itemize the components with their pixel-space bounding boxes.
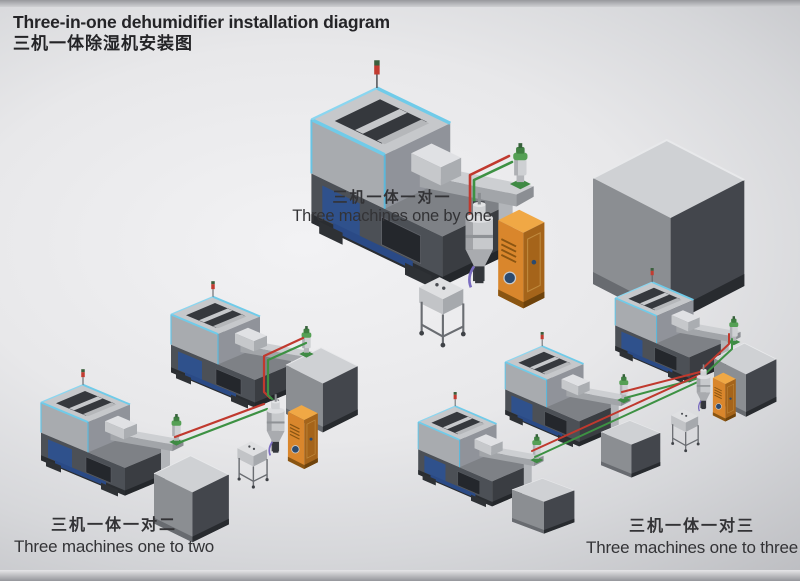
group-one-to-three-illustration [417, 267, 777, 534]
group-label-en: Three machines one by one [292, 207, 492, 225]
green-hose [176, 407, 269, 445]
material-stand-cart [236, 440, 270, 490]
red-hose [531, 374, 700, 452]
group-one-by-one-illustration [309, 58, 746, 349]
green-hose [534, 379, 703, 458]
red-hose [621, 371, 701, 393]
title-block: Three-in-one dehumidifier installation d… [13, 11, 390, 55]
group-label-zh: 三机一体一对三 [628, 518, 755, 535]
group-label-zh: 三机一体一对一 [332, 189, 452, 206]
group-label-en: Three machines one to two [13, 537, 215, 556]
material-stand-cart [670, 408, 701, 453]
mold-box [600, 420, 661, 478]
page-title-zh: 三机一体除湿机安装图 [13, 34, 193, 53]
group-label-en: Three machines one to three [586, 538, 798, 557]
material-stand-cart [418, 276, 467, 349]
bottom-edge-strip [0, 570, 800, 581]
green-hose [266, 341, 308, 402]
mold-box [511, 477, 575, 534]
group-one-to-three-label: 三机一体一对三 Three machines one to three [580, 516, 800, 558]
group-label-zh: 三机一体一对二 [50, 517, 177, 534]
group-one-to-two-illustration [39, 280, 359, 543]
red-hose [700, 333, 730, 371]
group-one-by-one-label: 三机一体一对一 Three machines one by one [270, 188, 514, 226]
green-hose [703, 338, 733, 376]
page-title-en: Three-in-one dehumidifier installation d… [13, 12, 390, 32]
red-hose [173, 402, 266, 439]
top-edge-strip [0, 0, 800, 7]
group-one-to-two-label: 三机一体一对二 Three machines one to two [8, 515, 220, 557]
green-hose [624, 376, 704, 399]
